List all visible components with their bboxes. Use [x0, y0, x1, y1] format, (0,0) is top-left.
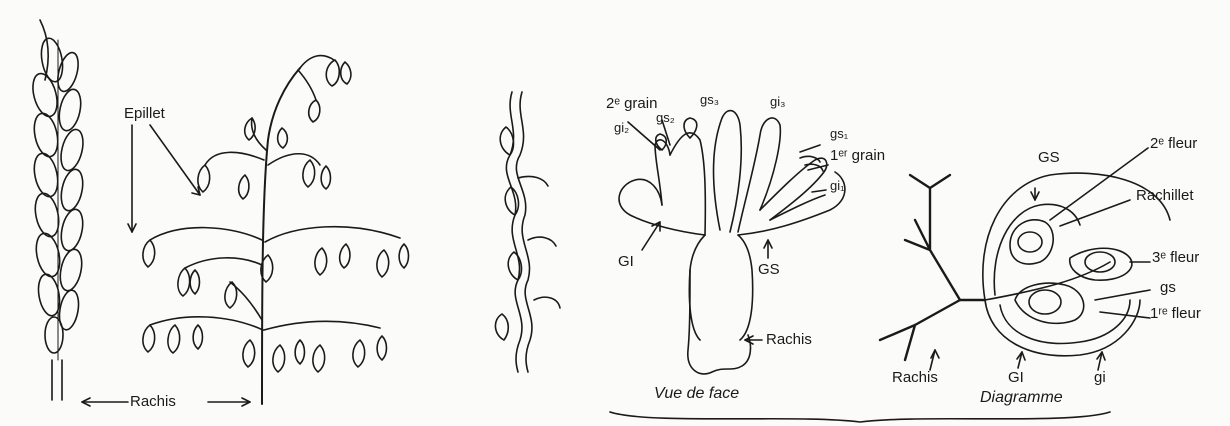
- gs-front-label: GS: [758, 262, 780, 278]
- diagram-caption: Diagramme: [980, 390, 1063, 406]
- gi2-label: gi₂: [614, 120, 629, 136]
- gi-diagram-label: GI: [1008, 370, 1024, 386]
- rachis-front-label: Rachis: [766, 332, 812, 348]
- group-bracket: [610, 412, 1110, 422]
- rachis-diagram-label: Rachis: [892, 370, 938, 386]
- second-flower-label: 2ᵉ fleur: [1150, 136, 1197, 152]
- oat-panicle-drawing: [143, 56, 409, 404]
- gs-diagram-label: GS: [1038, 150, 1060, 166]
- wheat-ear-drawing: [29, 20, 87, 400]
- first-grain-label: 1ᵉʳ grain: [830, 148, 885, 164]
- gi3-label: gi₃: [770, 94, 785, 110]
- rachillet-label: Rachillet: [1136, 188, 1194, 204]
- front-view-arrows: [628, 120, 828, 344]
- rachis-label-left: Rachis: [130, 394, 176, 410]
- zigzag-rachis-drawing: [495, 92, 560, 372]
- first-flower-label: 1ʳᵉ fleur: [1150, 306, 1201, 322]
- gi1-label: gi₁: [830, 178, 845, 194]
- gs3-label: gs₃: [700, 92, 719, 108]
- gi-small-diagram-label: gi: [1094, 370, 1106, 386]
- floral-diagram-drawing: [880, 148, 1170, 370]
- third-flower-label: 3ᵉ fleur: [1152, 250, 1199, 266]
- second-grain-label: 2ᵉ grain: [606, 96, 657, 112]
- epillet-arrows: [128, 125, 200, 232]
- front-view-caption: Vue de face: [654, 386, 739, 402]
- gs2-label: gs₂: [656, 110, 675, 126]
- gs-small-diagram-label: gs: [1160, 280, 1176, 296]
- gi-front-label: GI: [618, 254, 634, 270]
- epillet-label: Epillet: [124, 106, 165, 122]
- gs1-label: gs₁: [830, 126, 848, 142]
